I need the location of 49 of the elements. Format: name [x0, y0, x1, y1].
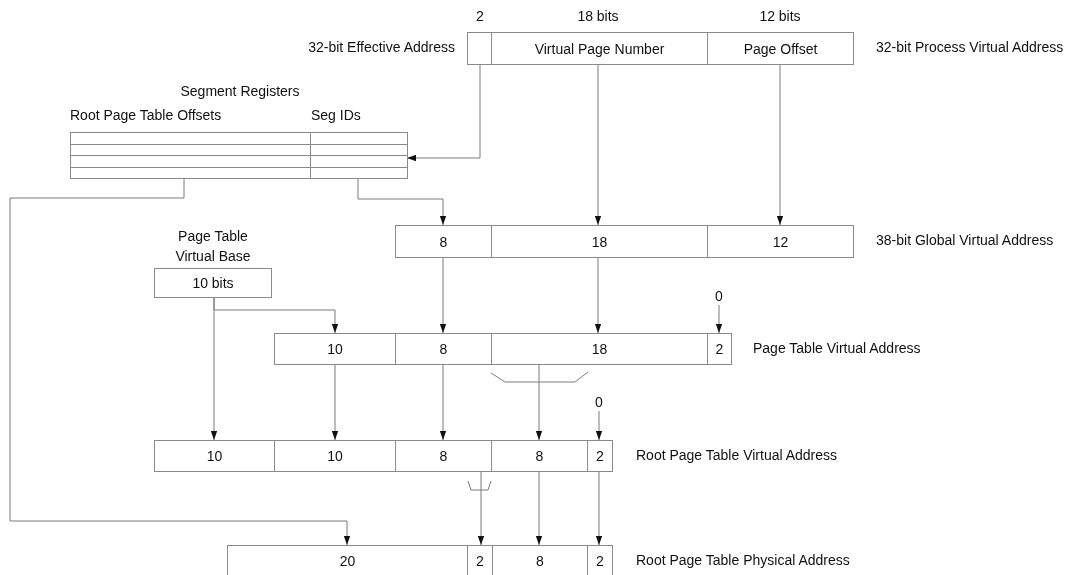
arrow [535, 363, 543, 441]
arrow [439, 363, 447, 441]
address-name: 32-bit Effective Address [307, 39, 455, 56]
bit-field-cell: 8 [491, 440, 588, 472]
arrow [406, 63, 481, 162]
bit-field-cell: 2 [587, 440, 613, 472]
bit-field-cell: 18 [491, 225, 708, 258]
bit-field-cell: 10 [154, 440, 275, 472]
arrow [210, 297, 218, 441]
bit-field-cell: Virtual Page Number [491, 32, 708, 65]
arrow [331, 363, 339, 441]
bit-field-cell: 10 [274, 440, 396, 472]
arrow [594, 256, 602, 334]
constant-value: 0 [709, 287, 729, 305]
constant-value: 0 [589, 393, 609, 411]
arrow [776, 63, 784, 226]
bit-field-cell: 18 [491, 333, 708, 365]
column-heading: Root Page Table Offsets [70, 106, 223, 125]
bit-field-cell: 2 [587, 545, 613, 575]
bit-field-cell: 2 [707, 333, 732, 365]
arrow [477, 470, 485, 546]
field-width: 18 bits [576, 8, 620, 25]
bit-field-cell: 20 [227, 545, 468, 575]
bit-field-cell: 8 [395, 440, 492, 472]
column-heading: Seg IDs [310, 106, 362, 125]
bit-field-cell: 8 [395, 333, 492, 365]
field-width: 12 bits [758, 8, 802, 25]
bit-field-cell [467, 32, 492, 65]
arrow [715, 304, 723, 334]
bit-field-cell: 12 [707, 225, 854, 258]
arrow [594, 63, 602, 226]
arrow [595, 470, 603, 546]
arrow [9, 178, 351, 546]
field-width: 2 [475, 8, 485, 25]
arrow [357, 178, 447, 226]
address-name: 38-bit Global Virtual Address [876, 232, 1055, 249]
arrow [535, 470, 543, 546]
address-name: Page Table Virtual Address [753, 340, 922, 357]
table-title: Segment Registers [179, 83, 301, 100]
address-name: Root Page Table Virtual Address [636, 447, 839, 464]
bit-field-cell: Page Offset [707, 32, 854, 65]
bit-field-cell: 8 [395, 225, 492, 258]
register-field: 10 bits [154, 268, 272, 298]
bit-field-cell: 10 [274, 333, 396, 365]
address-name: 32-bit Process Virtual Address [876, 39, 1065, 56]
arrow [439, 256, 447, 334]
arrow [595, 410, 603, 441]
address-name: Root Page Table Physical Address [636, 552, 851, 569]
register-heading: Page Table Virtual Base [174, 227, 252, 266]
